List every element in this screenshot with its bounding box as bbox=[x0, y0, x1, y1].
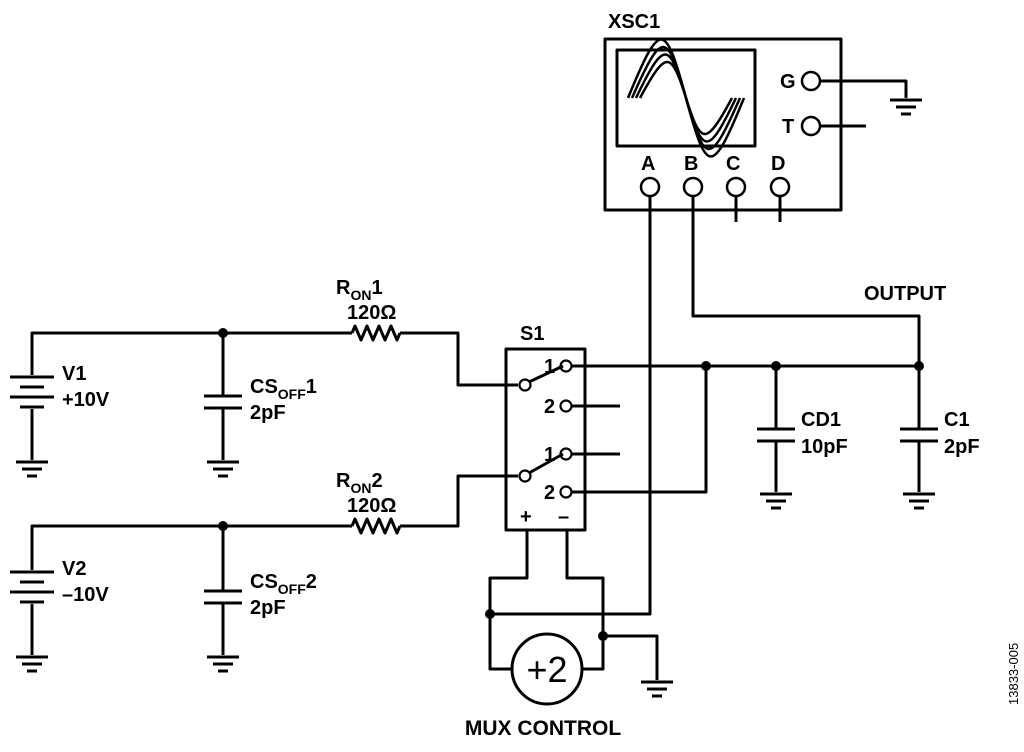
figure-id: 13833-005 bbox=[1006, 643, 1021, 705]
v2-battery-icon bbox=[10, 570, 54, 604]
scope-channel-a-label: A bbox=[641, 153, 655, 175]
ron2-value: 120Ω bbox=[347, 495, 396, 517]
mux-ground-wire bbox=[603, 634, 659, 680]
v1-ground-symbol bbox=[16, 460, 48, 478]
csoff1-value: 2pF bbox=[250, 402, 286, 424]
csoff2-ground-symbol bbox=[207, 655, 239, 673]
csoff2-value: 2pF bbox=[250, 597, 286, 619]
scope-channel-c-label: C bbox=[726, 153, 740, 175]
switch-blade-b bbox=[528, 452, 564, 475]
output-label: OUTPUT bbox=[864, 283, 946, 305]
mux-generator-icon bbox=[510, 632, 584, 706]
switch-pin-1a-label: 1 bbox=[544, 356, 555, 378]
c1-name: C1 bbox=[944, 409, 970, 431]
switch-s1: S1 1 2 1 2 + – bbox=[504, 323, 620, 532]
scope-channel-b-label: B bbox=[684, 153, 698, 175]
ron1-value: 120Ω bbox=[347, 302, 396, 324]
scope-terminal-b bbox=[682, 176, 704, 198]
csoff1-ground-symbol bbox=[207, 460, 239, 478]
v2-value: –10V bbox=[62, 584, 109, 606]
switch-2b-return-wire bbox=[571, 366, 708, 494]
v1-branch: V1 +10V CSOFF1 2pF RON1 120Ω bbox=[10, 277, 518, 478]
switch-pin-2a bbox=[559, 399, 573, 413]
scope-trigger-label: T bbox=[782, 116, 794, 138]
switch-minus-wire bbox=[565, 530, 605, 636]
ron1-resistor-icon bbox=[350, 324, 402, 342]
cd1-ground-symbol bbox=[760, 492, 792, 510]
mux-left-wire bbox=[488, 614, 512, 671]
switch-common-a bbox=[518, 378, 532, 392]
output-junction-1 bbox=[701, 361, 711, 371]
v1-battery-icon bbox=[10, 375, 54, 409]
v1-top-wire bbox=[30, 331, 223, 375]
mux-label: MUX CONTROL bbox=[465, 717, 621, 740]
oscilloscope: XSC1 A B C D G T bbox=[603, 11, 922, 222]
scope-terminal-a bbox=[639, 176, 661, 198]
csoff2-label: CSOFF2 bbox=[250, 571, 317, 597]
switch-common-b bbox=[518, 469, 532, 483]
mux-control: +2 MUX CONTROL bbox=[465, 196, 673, 740]
csoff1-label: CSOFF1 bbox=[250, 376, 317, 402]
csoff2-capacitor-icon bbox=[204, 589, 242, 605]
scope-ground-label: G bbox=[780, 71, 796, 93]
cd1-value: 10pF bbox=[801, 436, 848, 458]
scope-ground-symbol bbox=[890, 98, 922, 116]
cd1-capacitor-icon bbox=[757, 427, 795, 443]
c1-capacitor-icon bbox=[900, 427, 938, 443]
ron1-label: RON1 bbox=[336, 277, 383, 303]
v2-name: V2 bbox=[62, 558, 86, 580]
scope-terminal-d bbox=[769, 176, 791, 198]
scope-terminal-c bbox=[725, 176, 747, 198]
scope-screen bbox=[615, 48, 757, 148]
csoff1-capacitor-icon bbox=[204, 394, 242, 410]
switch-pin-1b-label: 1 bbox=[544, 444, 555, 466]
v2-ground-symbol bbox=[16, 655, 48, 673]
scope-b-probe-wire bbox=[691, 196, 921, 366]
v2-branch: V2 –10V CSOFF2 2pF RON2 120Ω bbox=[10, 470, 518, 673]
v1-value: +10V bbox=[62, 389, 110, 411]
switch-pin-2a-label: 2 bbox=[544, 396, 555, 418]
ron2-resistor-icon bbox=[350, 517, 402, 535]
scope-waveform bbox=[626, 38, 746, 158]
cd1-name: CD1 bbox=[801, 409, 841, 431]
switch-minus-label: – bbox=[558, 506, 569, 528]
c1-value: 2pF bbox=[944, 436, 980, 458]
switch-pin-2b-label: 2 bbox=[544, 482, 555, 504]
mux-right-wire bbox=[582, 636, 605, 671]
switch-name: S1 bbox=[520, 323, 544, 345]
ron1-right-wire bbox=[400, 331, 518, 387]
switch-plus-wire bbox=[488, 530, 529, 614]
scope-a-probe-wire bbox=[490, 196, 652, 616]
scope-trigger-terminal bbox=[800, 115, 822, 137]
scope-ground-terminal bbox=[800, 70, 822, 92]
scope-ground-wire bbox=[820, 79, 908, 98]
ron2-label: RON2 bbox=[336, 470, 383, 496]
c1-ground-symbol bbox=[903, 492, 935, 510]
output-net: OUTPUT CD1 10pF C1 2pF bbox=[571, 196, 980, 510]
ron2-right-wire bbox=[400, 474, 518, 528]
v2-top-wire bbox=[30, 524, 223, 570]
mux-generator-symbol: +2 bbox=[526, 649, 567, 690]
mux-ground-symbol bbox=[641, 680, 673, 698]
switch-pin-2b bbox=[559, 485, 573, 499]
scope-channel-d-label: D bbox=[771, 153, 785, 175]
switch-body bbox=[504, 347, 587, 532]
scope-name: XSC1 bbox=[608, 11, 660, 33]
v1-name: V1 bbox=[62, 363, 86, 385]
switch-blade-a bbox=[528, 364, 564, 384]
switch-plus-label: + bbox=[520, 506, 532, 528]
